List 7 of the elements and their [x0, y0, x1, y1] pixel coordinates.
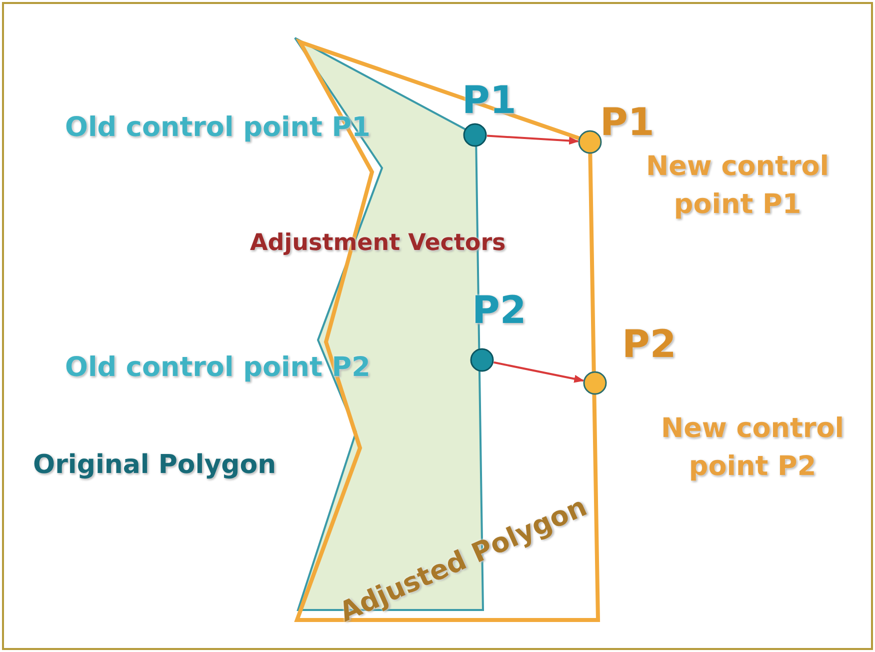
adjustment-arrow: [494, 361, 584, 383]
callout-text: New control point P1: [644, 150, 830, 222]
callout-text: New control point P2: [660, 412, 846, 484]
point-label: P2: [622, 322, 676, 366]
callout-text: Original Polygon: [33, 450, 276, 480]
point-label: P1: [600, 100, 654, 144]
adjustment-arrow: [486, 134, 580, 145]
